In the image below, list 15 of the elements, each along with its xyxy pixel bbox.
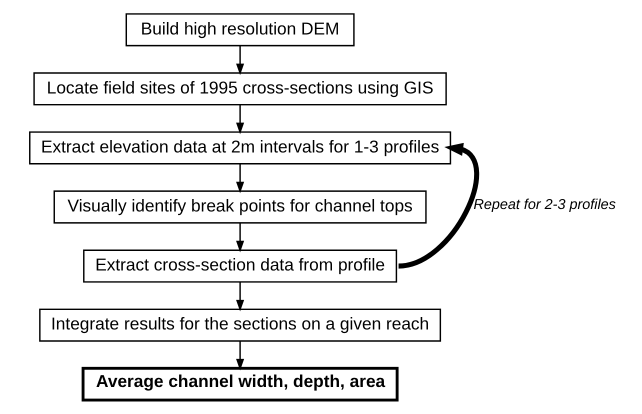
arrow (398, 142, 479, 269)
arrow (236, 223, 244, 252)
node-box: Build high resolution DEM (125, 13, 354, 46)
node-box: Integrate results for the sections on a given reach (38, 308, 441, 342)
node-box: Average channel width, depth, area (81, 366, 398, 402)
node-box: Extract elevation data at 2m intervals for 1-3 profiles (28, 131, 451, 164)
node-box: Extract cross-section data from profile (82, 250, 397, 283)
arrow (236, 341, 244, 370)
node-box: Visually identify break points for channel tops (53, 190, 426, 224)
arrow (236, 164, 244, 194)
arrow (236, 282, 244, 312)
arrow (236, 46, 244, 76)
edge-label: Repeat for 2-3 profiles (472, 197, 616, 214)
node-box: Locate field sites of 1995 cross-sections using GIS (32, 72, 446, 106)
arrow (236, 105, 244, 134)
